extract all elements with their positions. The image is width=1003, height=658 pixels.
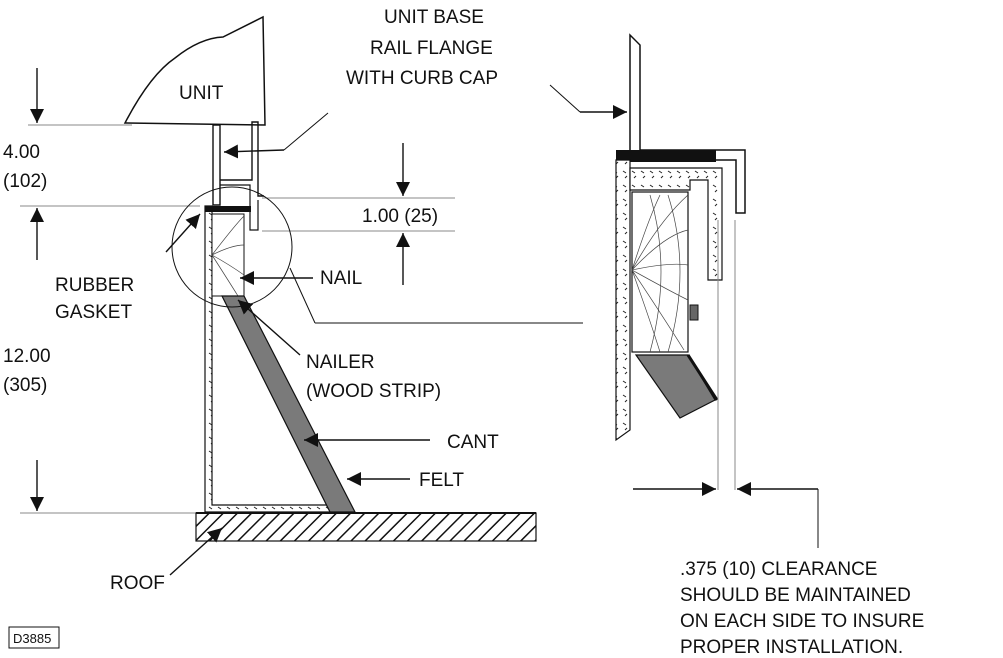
rail-flange xyxy=(212,121,264,206)
label-dim-12: 12.00 xyxy=(3,346,51,367)
label-cant: CANT xyxy=(447,432,499,453)
detail-circle xyxy=(171,186,293,308)
label-felt: FELT xyxy=(419,470,464,491)
label-note-3: ON EACH SIDE TO INSURE xyxy=(680,611,924,632)
label-gasket-1: RUBBER xyxy=(55,275,134,296)
label-rail-1: UNIT BASE xyxy=(384,7,484,28)
label-nailer-2: (WOOD STRIP) xyxy=(306,381,441,402)
drawing-id: D3885 xyxy=(13,631,51,646)
label-dim-12-mm: (305) xyxy=(3,375,47,396)
label-note-2: SHOULD BE MAINTAINED xyxy=(680,585,911,606)
label-rail-3: WITH CURB CAP xyxy=(346,68,498,89)
label-note-4: PROPER INSTALLATION. xyxy=(680,637,903,658)
label-dim-4: 4.00 xyxy=(3,142,40,163)
label-nailer-1: NAILER xyxy=(306,352,375,373)
label-dim-1: 1.00 (25) xyxy=(362,206,438,227)
label-dim-4-mm: (102) xyxy=(3,171,47,192)
cant xyxy=(221,295,356,513)
label-gasket-2: GASKET xyxy=(55,302,132,323)
label-nail: NAIL xyxy=(320,268,362,289)
label-roof: ROOF xyxy=(110,573,165,594)
unit-body xyxy=(123,15,266,126)
label-rail-2: RAIL FLANGE xyxy=(370,38,493,59)
roof xyxy=(195,512,537,542)
label-note-1: .375 (10) CLEARANCE xyxy=(680,559,877,580)
label-unit: UNIT xyxy=(179,83,224,104)
